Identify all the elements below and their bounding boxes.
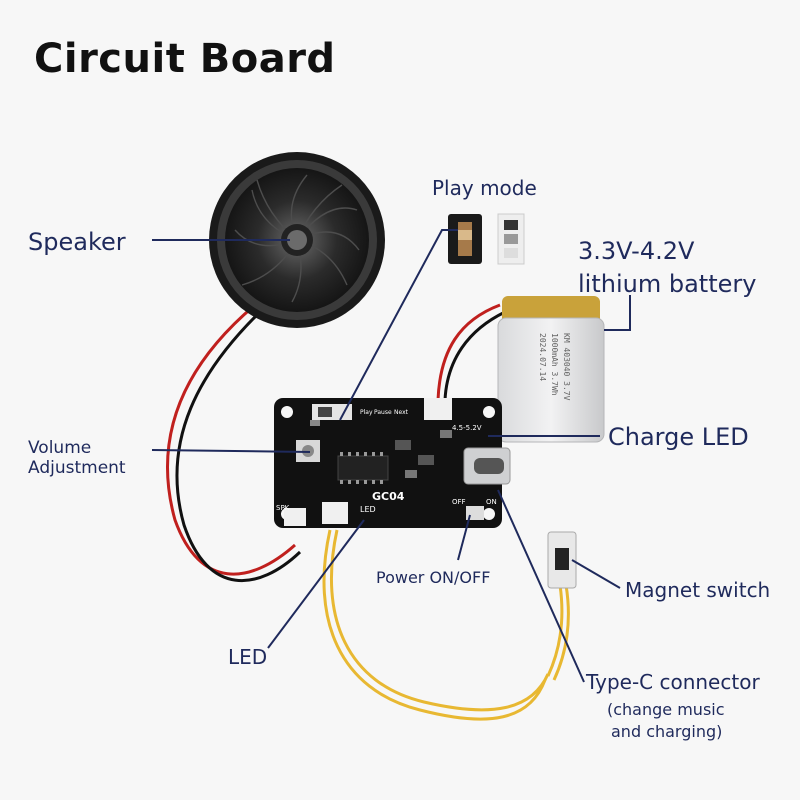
led-wires <box>322 529 550 721</box>
magnet-pointer <box>571 559 621 589</box>
battery-type-label: lithium battery <box>578 270 757 298</box>
silk-spk: SPK <box>276 504 290 512</box>
battery-graphic: KM 403040 3.7V 1000mAh 3.7Wh 2024.07.14 <box>497 296 605 443</box>
silk-play: Play <box>360 409 373 416</box>
silk-led: LED <box>360 505 376 514</box>
play-mode-label: Play mode <box>432 176 537 200</box>
battery-print-line-2: 1000mAh 3.7Wh <box>550 333 559 396</box>
volume-pointer <box>151 449 311 453</box>
silk-next: Next <box>394 409 409 416</box>
led-label: LED <box>228 645 268 669</box>
magnet-wires <box>546 584 570 681</box>
magnet-switch-graphic <box>547 531 577 589</box>
battery-print-line-1: KM 403040 3.7V <box>562 333 571 401</box>
silk-on: ON <box>486 498 497 506</box>
battery-pointer <box>604 295 631 331</box>
power-pointer <box>457 514 471 561</box>
battery-wires <box>436 303 506 401</box>
battery-print-line-3: 2024.07.14 <box>538 333 547 381</box>
pointer-lines <box>151 229 631 683</box>
play-mode-switch-graphic <box>448 213 525 265</box>
typec-pointer <box>497 489 585 683</box>
battery-voltage-label: 3.3V-4.2V <box>578 237 695 265</box>
volume-label-line-2: Adjustment <box>28 458 126 478</box>
play-mode-pointer <box>339 229 458 421</box>
led-pointer <box>267 519 365 649</box>
power-label: Power ON/OFF <box>376 568 491 587</box>
board-model: GC04 <box>372 490 405 503</box>
speaker-graphic <box>209 152 385 328</box>
page-title: Circuit Board <box>34 36 336 82</box>
typec-label: Type-C connector <box>586 670 760 694</box>
volume-label-line-1: Volume <box>28 438 92 458</box>
charge-led-label: Charge LED <box>608 423 749 451</box>
magnet-switch-label: Magnet switch <box>625 578 771 602</box>
speaker-label: Speaker <box>28 228 126 256</box>
typec-note-line-2: and charging) <box>611 722 723 741</box>
circuit-board-graphic: GC04 LED SPK OFF ON 4.5-5.2V Play Pause … <box>274 398 511 528</box>
typec-note-line-1: (change music <box>607 700 725 719</box>
speaker-wires <box>166 303 302 583</box>
silk-pause: Pause <box>374 409 392 416</box>
silk-off: OFF <box>452 498 466 506</box>
silk-volt: 4.5-5.2V <box>452 424 482 432</box>
